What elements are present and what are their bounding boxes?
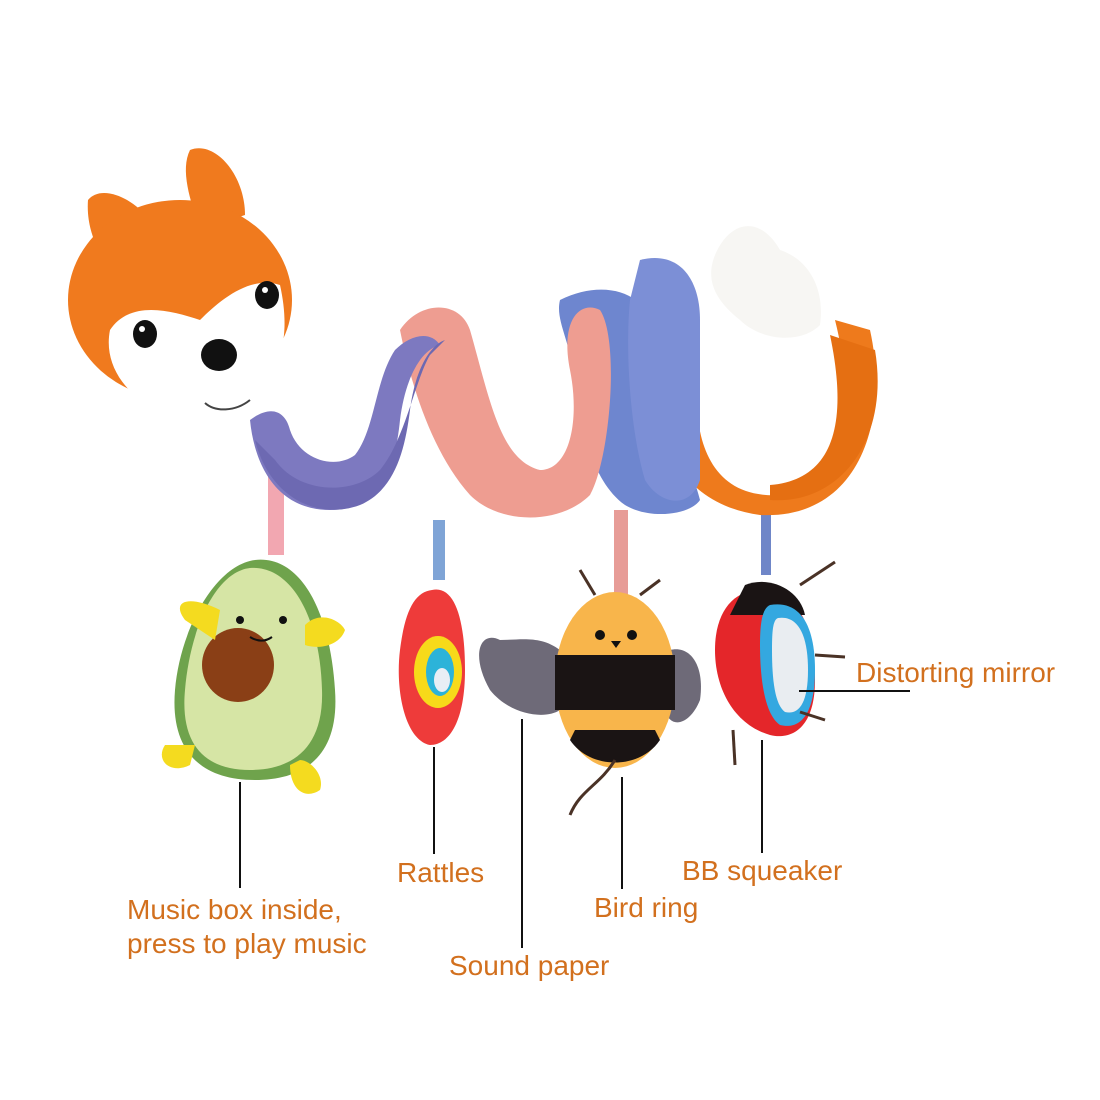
- avocado-toy: [161, 559, 345, 794]
- label-music-box-line-2: press to play music: [127, 928, 367, 959]
- leader-line-bird-ring: [621, 777, 623, 889]
- label-music-box-line-1: Music box inside,: [127, 894, 342, 925]
- rattle-toy: [398, 589, 465, 745]
- label-sound-paper: Sound paper: [449, 950, 610, 981]
- leader-line-distorting-mirror: [799, 690, 910, 692]
- label-bird-ring: Bird ring: [594, 892, 699, 923]
- hanging-straps: [268, 475, 771, 600]
- fox-head: [68, 148, 292, 415]
- leader-line-music-box: [239, 782, 241, 888]
- ladybug-toy: [715, 560, 846, 766]
- label-music-box: Music box inside, press to play music: [127, 893, 367, 961]
- leader-line-bb-squeaker: [761, 740, 763, 853]
- label-distorting-mirror: Distorting mirror: [856, 657, 1056, 688]
- leader-line-sound-paper: [521, 719, 523, 948]
- bee-toy: [479, 569, 701, 816]
- leader-line-rattles: [433, 747, 435, 854]
- spiral-body: [250, 226, 878, 518]
- label-rattles: Rattles: [397, 857, 485, 888]
- label-bb-squeaker: BB squeaker: [682, 855, 843, 886]
